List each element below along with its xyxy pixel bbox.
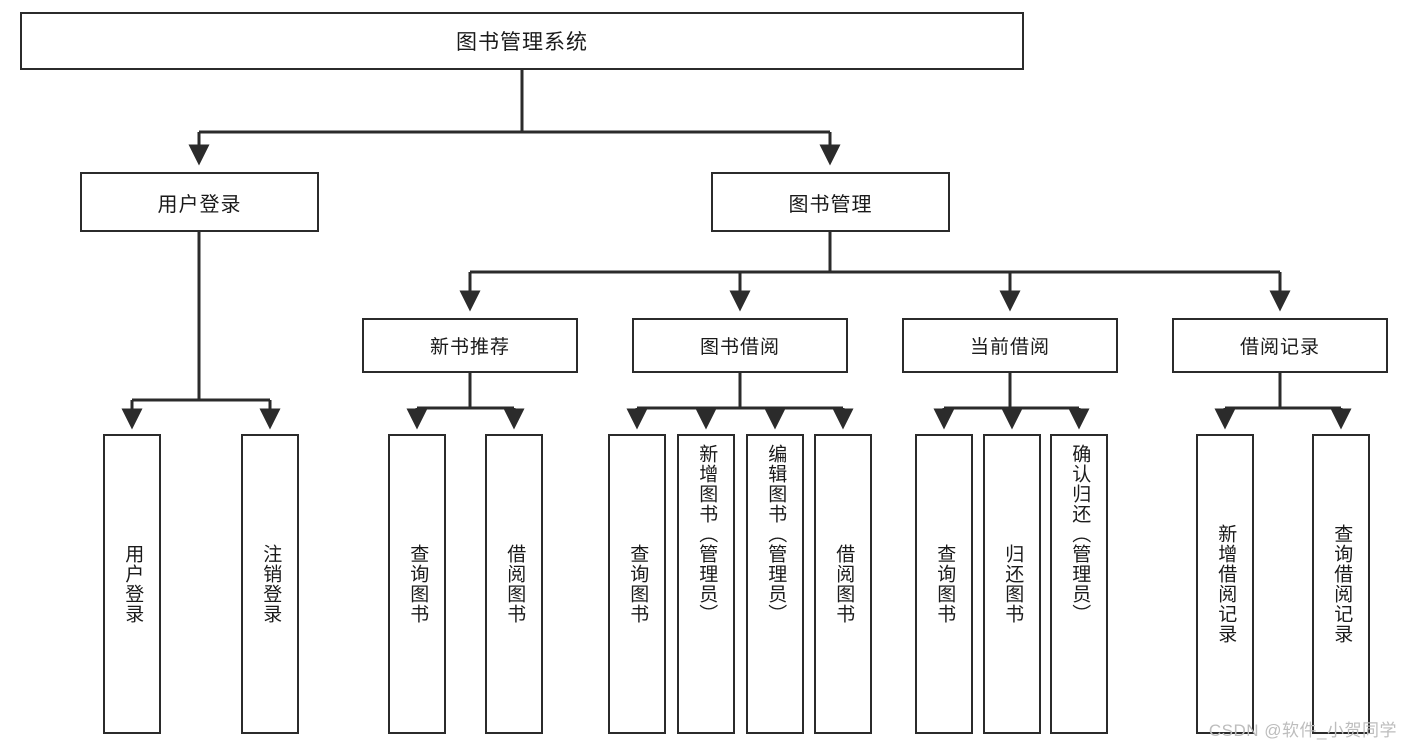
leaf-user-login[interactable]: 用户登录 xyxy=(103,434,161,734)
leaf-add-book-admin[interactable]: 新增图书（管理员） xyxy=(677,434,735,734)
leaf-borrow-book-new[interactable]: 借阅图书 xyxy=(485,434,543,734)
leaf-query-book-current[interactable]: 查询图书 xyxy=(915,434,973,734)
node-book-management[interactable]: 图书管理 xyxy=(711,172,950,232)
leaf-confirm-return-admin-label: 确认归还（管理员） xyxy=(1069,444,1091,624)
leaf-return-book-label: 归还图书 xyxy=(1002,544,1024,624)
node-new-book-recommend[interactable]: 新书推荐 xyxy=(362,318,578,373)
node-book-borrow-label: 图书借阅 xyxy=(699,337,780,358)
leaf-query-borrow-record-label: 查询借阅记录 xyxy=(1331,524,1353,644)
node-user-login-label: 用户登录 xyxy=(157,193,242,216)
leaf-query-book-new[interactable]: 查询图书 xyxy=(388,434,446,734)
leaf-query-book-new-label: 查询图书 xyxy=(407,544,429,624)
node-book-borrow[interactable]: 图书借阅 xyxy=(632,318,848,373)
leaf-add-borrow-record-label: 新增借阅记录 xyxy=(1215,524,1237,644)
leaf-user-logout-label: 注销登录 xyxy=(260,544,282,624)
node-current-borrow-label: 当前借阅 xyxy=(969,337,1050,358)
leaf-borrow-book[interactable]: 借阅图书 xyxy=(814,434,872,734)
node-book-management-label: 图书管理 xyxy=(788,193,873,216)
leaf-query-book-borrow-label: 查询图书 xyxy=(627,544,649,624)
leaf-user-logout[interactable]: 注销登录 xyxy=(241,434,299,734)
leaf-edit-book-admin-label: 编辑图书（管理员） xyxy=(765,444,787,624)
leaf-user-login-label: 用户登录 xyxy=(122,544,144,624)
node-root[interactable]: 图书管理系统 xyxy=(20,12,1024,70)
leaf-add-borrow-record[interactable]: 新增借阅记录 xyxy=(1196,434,1254,734)
leaf-confirm-return-admin[interactable]: 确认归还（管理员） xyxy=(1050,434,1108,734)
node-user-login[interactable]: 用户登录 xyxy=(80,172,319,232)
watermark: CSDN @软件_小贺同学 xyxy=(1208,721,1397,740)
leaf-borrow-book-new-label: 借阅图书 xyxy=(504,544,526,624)
leaf-query-book-current-label: 查询图书 xyxy=(934,544,956,624)
leaf-query-borrow-record[interactable]: 查询借阅记录 xyxy=(1312,434,1370,734)
leaf-edit-book-admin[interactable]: 编辑图书（管理员） xyxy=(746,434,804,734)
leaf-query-book-borrow[interactable]: 查询图书 xyxy=(608,434,666,734)
leaf-add-book-admin-label: 新增图书（管理员） xyxy=(696,444,718,624)
node-borrow-record-label: 借阅记录 xyxy=(1239,337,1320,358)
node-current-borrow[interactable]: 当前借阅 xyxy=(902,318,1118,373)
leaf-borrow-book-label: 借阅图书 xyxy=(833,544,855,624)
node-borrow-record[interactable]: 借阅记录 xyxy=(1172,318,1388,373)
node-root-label: 图书管理系统 xyxy=(456,31,588,54)
leaf-return-book[interactable]: 归还图书 xyxy=(983,434,1041,734)
node-new-book-recommend-label: 新书推荐 xyxy=(429,337,510,358)
